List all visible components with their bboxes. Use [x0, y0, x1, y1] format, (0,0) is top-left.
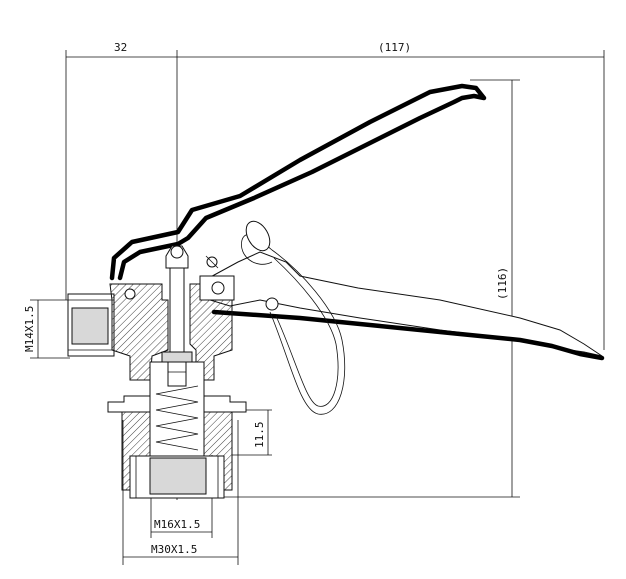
body-screw [124, 288, 136, 300]
upper-lever [109, 83, 487, 281]
handle-mount-pin [211, 281, 225, 295]
safety-pin-grip [245, 220, 271, 252]
dim-m14-label: M14X1.5 [23, 306, 36, 352]
dim-116-label: (116) [496, 267, 509, 300]
stem-seal [161, 351, 193, 363]
safety-pin-loop [241, 234, 346, 415]
valve-stem [169, 257, 185, 355]
dim-11-5-label: 11.5 [253, 422, 266, 449]
dim-117-label: (117) [378, 41, 411, 54]
dim-m16-label: M16X1.5 [154, 518, 200, 531]
safety-pin-head [265, 297, 279, 311]
dimension-inlet: M14X1.5 [23, 299, 70, 359]
lower-handle-edge [211, 309, 605, 361]
dimension-spring: 11.5 [232, 409, 272, 456]
lower-handle [204, 251, 603, 357]
stem-tip [170, 245, 184, 259]
dim-m30-label: M30X1.5 [151, 543, 197, 556]
safety-pin-loop-inner [273, 257, 339, 407]
spring-guide [167, 361, 187, 387]
pivot-pin-mark [205, 255, 219, 269]
outlet-bore [149, 457, 207, 495]
dimension-right: (116) [220, 79, 520, 498]
inlet-port-bore [71, 307, 109, 345]
dimension-top: 32 (117) [65, 41, 605, 350]
spring-coil [155, 385, 199, 451]
dim-32-label: 32 [114, 41, 127, 54]
